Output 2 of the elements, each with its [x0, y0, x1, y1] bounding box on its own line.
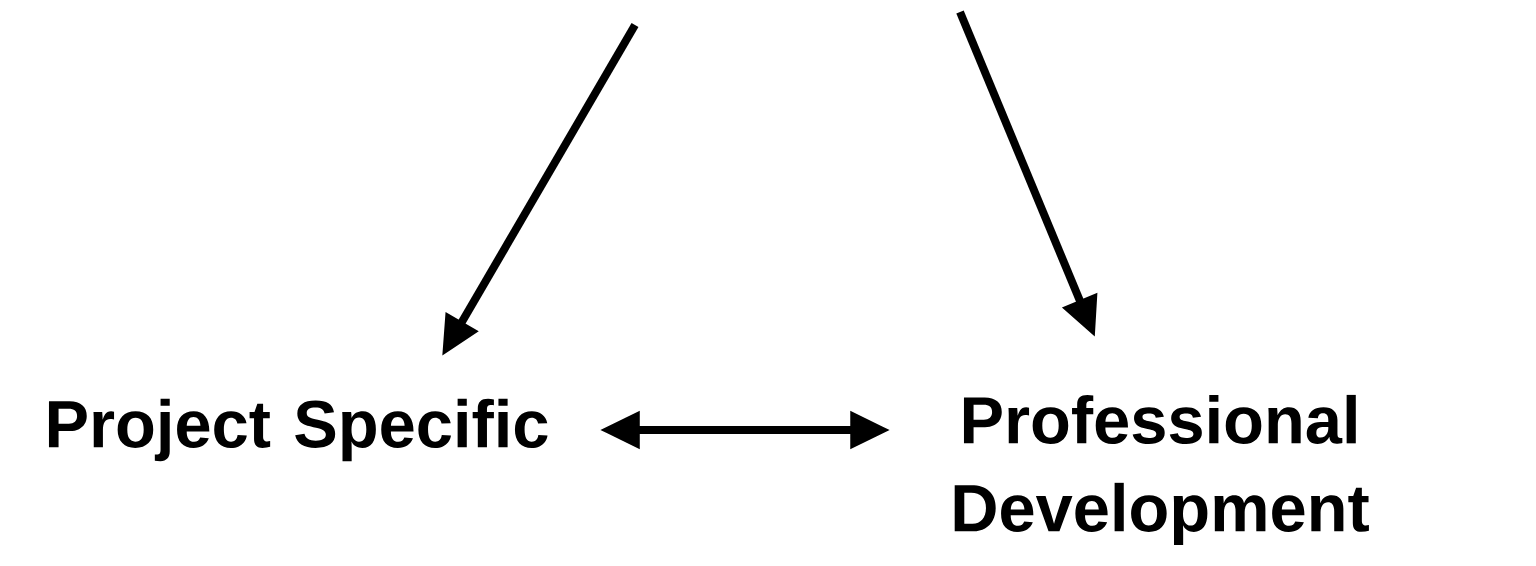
node-label: Professional Development — [954, 394, 1369, 546]
node-label: Project Specific — [48, 398, 548, 462]
